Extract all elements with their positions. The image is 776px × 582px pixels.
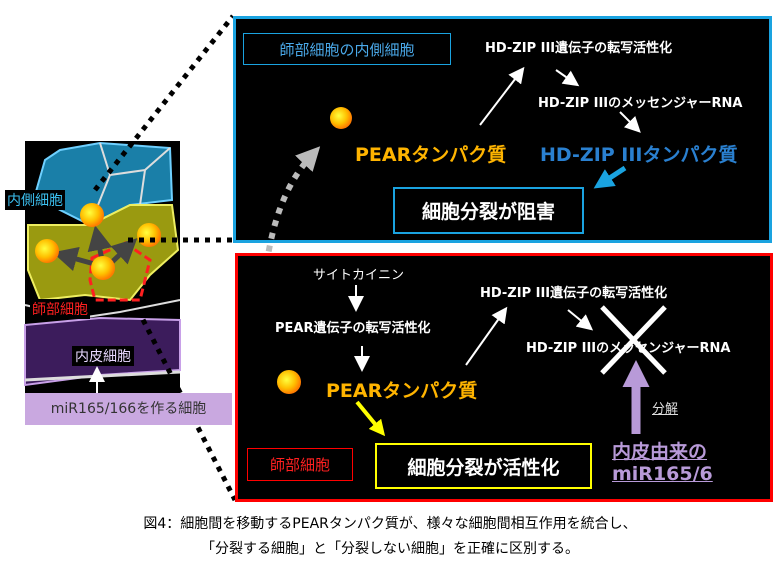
pear-protein-icon xyxy=(80,203,104,227)
top-pear-protein: PEARタンパク質 xyxy=(355,144,507,166)
inner-cell-title: 師部細胞の内側細胞 xyxy=(243,33,451,65)
endodermis-label: 内皮細胞 xyxy=(72,346,134,366)
mir-producing-cell-label: miR165/166を作る細胞 xyxy=(25,393,232,425)
activation-arrow xyxy=(355,400,386,437)
mir-origin-line1: 内皮由来の xyxy=(612,441,708,463)
division-activated-box: 細胞分裂が活性化 xyxy=(375,443,592,489)
pear-protein-icon xyxy=(330,107,352,129)
caption-line-2: 「分裂する細胞」と「分裂しない細胞」を正確に区別する。 xyxy=(201,541,579,557)
top-hdzip-transcription: HD-ZIP III遺伝子の転写活性化 xyxy=(485,41,673,56)
top-hdzip-mrna: HD-ZIP IIIのメッセンジャーRNA xyxy=(538,96,743,111)
pear-protein-icon xyxy=(277,370,301,394)
degradation-label: 分解 xyxy=(652,402,679,417)
division-activated-text: 細胞分裂が活性化 xyxy=(407,456,560,479)
division-inhibited-box: 細胞分裂が阻害 xyxy=(393,187,584,234)
pear-transcription: PEAR遺伝子の転写活性化 xyxy=(275,321,431,336)
inhibition-arrow xyxy=(593,165,627,189)
division-inhibited-text: 細胞分裂が阻害 xyxy=(421,201,555,223)
bottom-hdzip-transcription: HD-ZIP III遺伝子の転写活性化 xyxy=(480,286,668,301)
pear-protein-icon xyxy=(91,256,115,280)
top-hdzip-protein: HD-ZIP IIIタンパク質 xyxy=(540,144,738,166)
caption-line-1: 図4：細胞間を移動するPEARタンパク質が、様々な細胞間相互作用を統合し、 xyxy=(143,516,637,532)
inner-cell-label: 内側細胞 xyxy=(5,190,65,210)
bottom-hdzip-mrna: HD-ZIP IIIのメッセンジャーRNA xyxy=(526,341,731,356)
mir-origin-line2: miR165/6 xyxy=(612,463,713,485)
bottom-pear-protein: PEARタンパク質 xyxy=(326,380,478,402)
zoom-connector-lines xyxy=(93,14,238,502)
cytokinin-label: サイトカイニン xyxy=(313,268,405,283)
phloem-cell-title: 師部細胞 xyxy=(247,448,353,481)
blocked-cross-icon xyxy=(600,305,667,375)
pear-protein-icon xyxy=(35,239,59,263)
phloem-cell-title-text: 師部細胞 xyxy=(269,456,330,474)
inner-cell-title-text: 師部細胞の内側細胞 xyxy=(279,40,415,59)
phloem-cell-label: 師部細胞 xyxy=(30,299,90,319)
